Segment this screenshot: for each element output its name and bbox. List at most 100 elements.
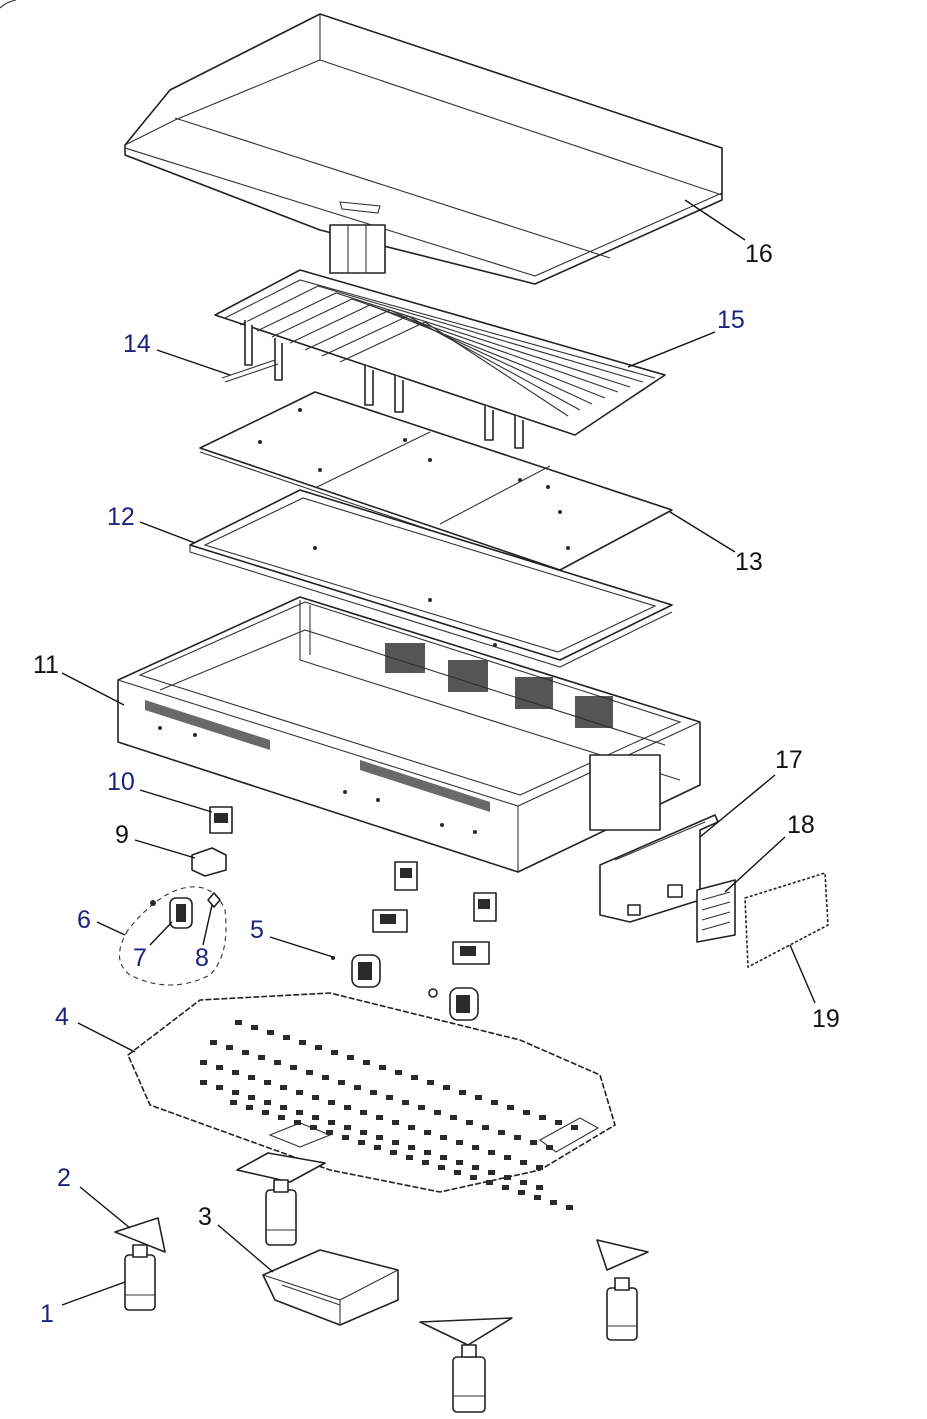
vent-slot	[536, 1165, 543, 1170]
vent-slot	[566, 1205, 573, 1210]
vent-slot	[424, 1130, 431, 1135]
vent-slot	[395, 1070, 402, 1075]
vent-slot	[470, 1175, 477, 1180]
vent-slot	[530, 1140, 537, 1145]
vent-slot	[328, 1100, 335, 1105]
vent-slot	[264, 1080, 271, 1085]
vent-slot	[312, 1115, 319, 1120]
vent-slot	[306, 1070, 313, 1075]
vent-slot	[280, 1085, 287, 1090]
vent-slot	[488, 1150, 495, 1155]
vent-slot	[498, 1130, 505, 1135]
vent-slot	[456, 1160, 463, 1165]
part-6-knob-assembly	[118, 886, 227, 986]
vent-slot	[504, 1155, 511, 1160]
vent-slot	[466, 1120, 473, 1125]
vent-slot	[216, 1065, 223, 1070]
vent-slot	[360, 1110, 367, 1115]
part-1-foot-left	[124, 1244, 156, 1311]
label-6: 6	[77, 906, 91, 934]
vent-slot	[434, 1110, 441, 1115]
vent-slot	[571, 1125, 578, 1130]
vent-slot	[450, 1115, 457, 1120]
vent-slot	[299, 1040, 306, 1045]
vent-slot	[200, 1060, 207, 1065]
label-4: 4	[55, 1003, 69, 1031]
vent-slot	[246, 1105, 253, 1110]
vent-slot	[555, 1120, 562, 1125]
part-12-tray-frame	[189, 489, 673, 668]
vent-slot	[443, 1085, 450, 1090]
vent-slot	[232, 1070, 239, 1075]
label-10: 10	[107, 768, 135, 796]
vent-slot	[488, 1170, 495, 1175]
vent-slot	[491, 1100, 498, 1105]
vent-slot	[539, 1115, 546, 1120]
part-8-indicator	[207, 892, 221, 908]
label-17: 17	[775, 746, 803, 774]
part-18-grille	[696, 879, 736, 943]
vent-slot	[274, 1060, 281, 1065]
vent-slot	[408, 1125, 415, 1130]
vent-slot	[523, 1110, 530, 1115]
vent-slot	[520, 1180, 527, 1185]
vent-slot	[472, 1165, 479, 1170]
vent-slot	[422, 1160, 429, 1165]
base-plate-vents	[200, 1020, 578, 1210]
vent-slot	[342, 1135, 349, 1140]
vent-slot	[376, 1115, 383, 1120]
vent-slot	[418, 1105, 425, 1110]
part-19-cover-plate	[744, 872, 829, 968]
vent-slot	[267, 1030, 274, 1035]
vent-slot	[456, 1140, 463, 1145]
label-2: 2	[57, 1164, 71, 1192]
part-15-heating-elements	[214, 269, 666, 449]
vent-slot	[536, 1185, 543, 1190]
vent-slot	[312, 1095, 319, 1100]
label-18: 18	[787, 811, 815, 839]
vent-slot	[374, 1145, 381, 1150]
label-7: 7	[133, 944, 147, 972]
vent-slot	[248, 1075, 255, 1080]
label-15: 15	[717, 306, 745, 334]
vent-slot	[322, 1075, 329, 1080]
part-7-knob	[169, 897, 193, 929]
vent-slot	[200, 1080, 207, 1085]
part-17-side-bracket	[599, 814, 719, 923]
label-5: 5	[250, 916, 264, 944]
foot-assembly-right	[596, 1239, 649, 1341]
vent-slot	[232, 1090, 239, 1095]
label-12: 12	[107, 503, 135, 531]
vent-slot	[363, 1060, 370, 1065]
vent-slot	[514, 1135, 521, 1140]
vent-slot	[331, 1050, 338, 1055]
vent-slot	[258, 1055, 265, 1060]
vent-slot	[226, 1045, 233, 1050]
vent-slot	[390, 1150, 397, 1155]
label-13: 13	[735, 548, 763, 576]
label-8: 8	[195, 944, 209, 972]
vent-slot	[264, 1100, 271, 1105]
part-5-knob	[331, 954, 381, 988]
vent-slot	[459, 1090, 466, 1095]
vent-slot	[402, 1100, 409, 1105]
vent-slot	[440, 1155, 447, 1160]
part-3-drip-tray	[262, 1249, 399, 1326]
vent-slot	[472, 1145, 479, 1150]
vent-slot	[210, 1040, 217, 1045]
part-4-base-plate	[127, 992, 616, 1210]
foot-assembly-center	[236, 1152, 326, 1246]
vent-slot	[406, 1155, 413, 1160]
label-14: 14	[123, 330, 151, 358]
callout-labels: 1 2 3 4 5 6 7 8 9 10 11 12 13 14 15 16 1…	[33, 240, 840, 1328]
vent-slot	[296, 1090, 303, 1095]
vent-slot	[482, 1125, 489, 1130]
label-9: 9	[115, 821, 129, 849]
vent-slot	[235, 1020, 242, 1025]
vent-slot	[507, 1105, 514, 1110]
vent-slot	[290, 1065, 297, 1070]
label-19: 19	[812, 1005, 840, 1033]
vent-slot	[518, 1190, 525, 1195]
